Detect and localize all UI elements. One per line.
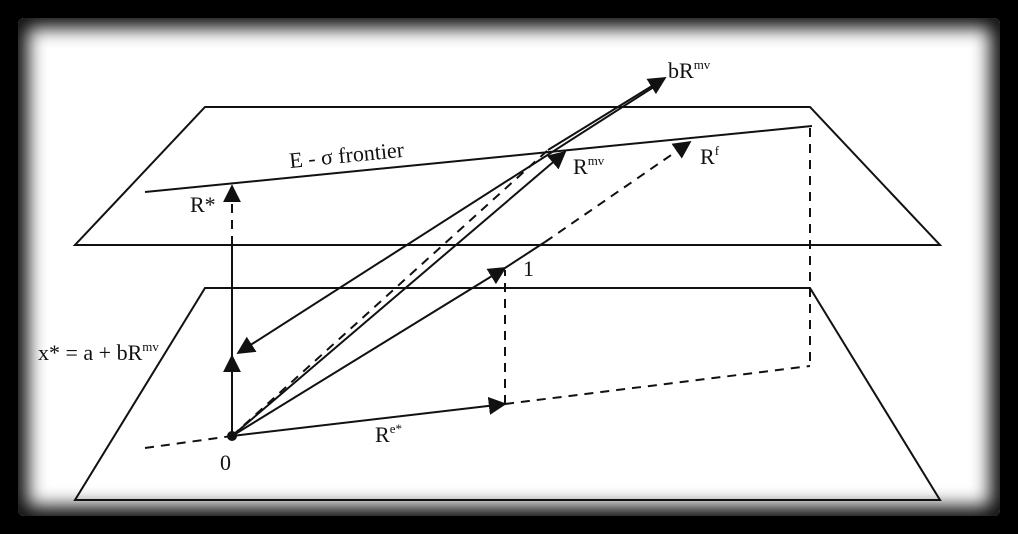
vector-to-rmv [231, 150, 567, 437]
lower-dashed-left [144, 435, 233, 449]
point-one-label: 1 [523, 256, 534, 281]
diagram-canvas [18, 18, 1000, 516]
rf-label: Rf [700, 143, 720, 169]
vector-to-brmv-dashed [231, 149, 549, 437]
b-rmv-label: bRmv [668, 57, 711, 83]
frontier-line [144, 125, 813, 193]
re-star-vector [231, 396, 507, 437]
lower-dashed-right [504, 365, 811, 405]
vector-to-brmv-solid [547, 77, 667, 151]
x-star-label: x* = a + bRmv [38, 339, 159, 365]
vector-brmv-to-xstar [236, 82, 661, 354]
upper-plane [72, 106, 943, 246]
re-star-label: Re* [375, 421, 402, 447]
origin-label: 0 [220, 450, 231, 475]
rmv-label: Rmv [573, 153, 605, 179]
one-to-rf-dashed [544, 140, 692, 243]
origin-dot [227, 431, 237, 441]
vector-to-one [231, 267, 507, 437]
one-to-rf-solid [504, 241, 546, 269]
r-star-label: R* [190, 192, 216, 217]
lower-plane [73, 287, 942, 501]
